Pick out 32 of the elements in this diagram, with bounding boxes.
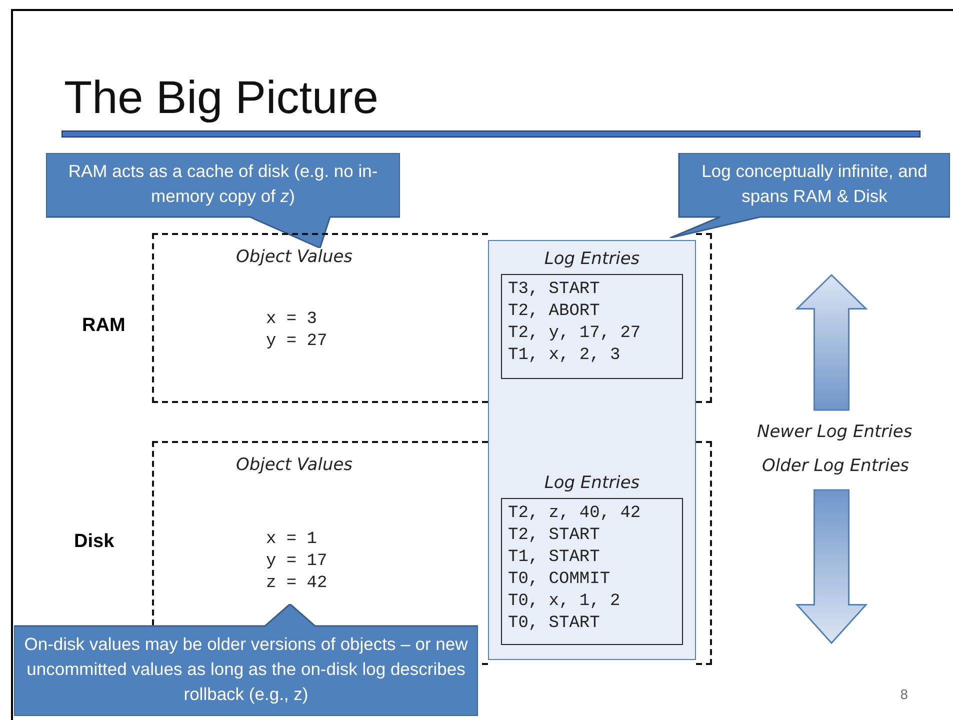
object-value: x = 3	[266, 309, 318, 331]
object-value: y = 17	[266, 551, 328, 573]
column-heading: Log Entries	[543, 249, 641, 269]
log-entry: T0, x, 1, 2	[508, 591, 620, 613]
callout-tooltip	[14, 604, 478, 716]
object-value: z = 42	[266, 573, 328, 595]
callout-tooltip	[670, 153, 950, 238]
log-entry: T2, ABORT	[508, 301, 600, 323]
log-entry: T2, z, 40, 42	[508, 503, 641, 525]
log-entry: T2, y, 17, 27	[508, 323, 641, 345]
log-entry: T1, x, 2, 3	[508, 345, 620, 367]
log-entry: T3, START	[508, 279, 600, 301]
page-number: 8	[900, 688, 908, 703]
callout-text: RAM acts as a cache of disk (e.g. no in-memory copy of z)	[67, 160, 379, 208]
region-label: Disk	[74, 531, 114, 553]
region-label: RAM	[82, 315, 126, 337]
log-entry: T0, START	[508, 613, 600, 635]
column-heading: Object Values	[236, 455, 353, 475]
arrow-caption: Older Log Entries	[762, 456, 910, 476]
object-value: y = 27	[266, 331, 328, 353]
callout-tooltip	[46, 153, 400, 248]
callout-text: Log conceptually infinite, and spans RAM & Disk	[700, 160, 928, 208]
callout-text: On-disk values may be older versions of objects – or new uncommitted values as long as the on-disk log describes rollback (e.g., z)	[23, 633, 469, 706]
object-value: x = 1	[266, 529, 318, 551]
column-heading: Object Values	[236, 247, 353, 267]
log-entry: T2, START	[508, 525, 600, 547]
log-entry: T1, START	[508, 547, 600, 569]
column-heading: Log Entries	[543, 473, 641, 493]
arrow-caption: Newer Log Entries	[757, 422, 912, 442]
log-entry: T0, COMMIT	[508, 569, 610, 591]
slide-title: The Big Picture	[64, 70, 378, 124]
log-band	[488, 240, 696, 660]
